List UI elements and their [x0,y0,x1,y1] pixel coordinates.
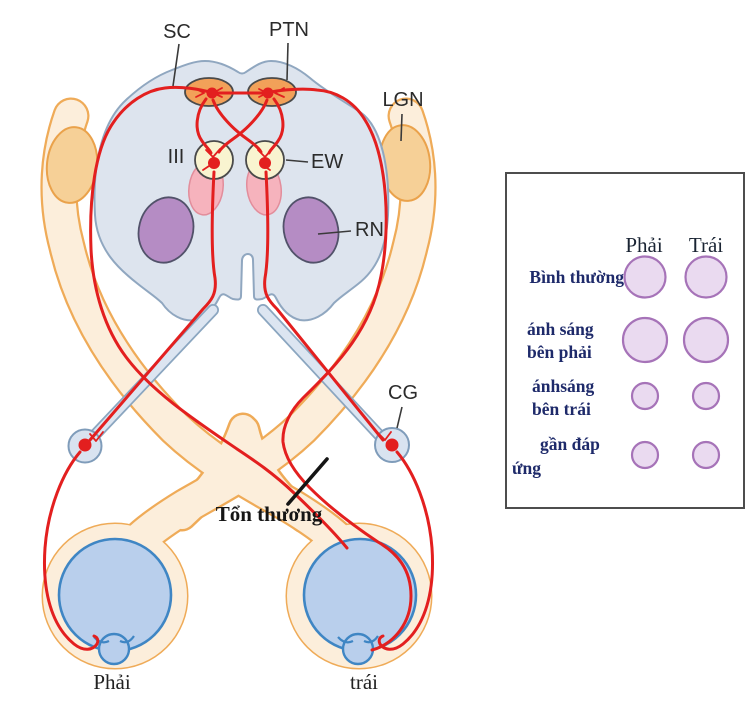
efferent-ew-to-cg-left [88,170,217,442]
legend-header-right: Phải [625,233,663,257]
pupil-light-right-left [682,316,730,364]
pupil-near-response-right [630,440,660,470]
left-eye-lens-hooks [337,635,379,644]
ptn-pointer [286,42,289,81]
afferent-fiber-uncrossed [265,87,413,652]
pupil-normal-right [623,255,667,299]
ptn-left-dot [206,87,218,99]
oculomotor-nerve-left-fill [88,305,218,442]
right-eye-label: Phải [93,670,131,694]
rn-pointer [317,230,352,235]
legend-row3-label-line2: bên trái [532,399,591,419]
pointer-lines [172,42,403,429]
cg-right-synapse-marks [377,431,392,441]
pupil-normal-left [684,255,728,299]
sc-label: SC [163,21,191,43]
cg-left-synapse-marks [89,431,104,442]
pupil-light-left-left [691,381,721,411]
sc-pointer [172,43,180,87]
cg-pointer [396,406,403,429]
legend-pupils [621,255,730,470]
cg-label: CG [388,382,418,404]
cg-right-dot [385,438,399,452]
lgn-label: LGN [382,89,423,111]
legend-row4-label-line1: gần đáp [540,434,600,454]
ew-label: EW [311,151,343,173]
red-pathway [43,85,434,652]
pupil-light-right-right [621,316,669,364]
ew-right-dot [259,157,271,169]
rn-label: RN [355,219,384,241]
lgn-pointer [400,113,403,142]
lesion-slash [286,457,329,506]
ptn-left-synapse-marks [195,87,223,98]
efferent-ew-to-cg-right [263,170,385,442]
chiasm-stalk-right-fill [232,417,317,531]
cg-left-dot [78,438,92,452]
left-eye-label: trái [350,670,378,694]
afferent-fiber-crossed [89,85,349,550]
ptn-right-to-ew-left [217,98,269,154]
ew-pointer [285,159,309,163]
ptn-left-to-ew-right [211,98,263,154]
ew-left-dot [208,157,220,169]
efferent-cg-to-right-eye [43,450,100,651]
legend-row2-label-line2: bên phải [527,342,592,362]
legend-box: Phải Trái Bình thường ánh sáng bên phải … [505,172,745,509]
lesion-label: Tổn thương [216,502,323,526]
pupil-light-left-right [630,381,660,411]
legend-row3-label-line1: ánhsáng [532,376,595,396]
ptn-right-dot [262,87,274,99]
legend-row1-label: Bình thường [529,267,624,287]
legend-row4-label-line2: ứng [512,458,541,478]
diagram-labels: SC PTN LGN III EW RN CG Tổn thương Phải … [93,19,423,694]
oculomotor-nerve-right-fill [258,305,385,441]
ew-left-synapse-marks [202,148,221,171]
right-eye-lens-bump [97,632,131,666]
legend-header-left: Trái [689,233,723,257]
legend-row2-label-line1: ánh sáng [527,319,594,339]
left-eye-lens-bump [341,632,375,666]
nerves-ganglia-eyes [57,304,418,666]
ptn-left-to-ew-left [195,97,213,155]
efferent-cg-to-left-eye [377,450,434,651]
oculomotor-label: III [168,146,185,168]
red-nucleus-left [137,196,195,264]
pupil-near-response-left [691,440,721,470]
ptn-label: PTN [269,19,309,41]
red-nucleus-right [282,196,340,264]
